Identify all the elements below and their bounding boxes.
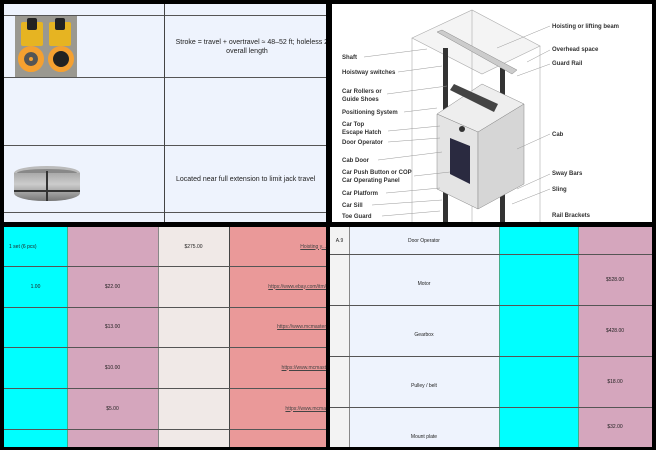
parts-cost-table: 1 set (6 pcs) $275.00 Hoisting y... 1.00 $22… [4, 227, 326, 447]
price-cell[interactable] [67, 429, 158, 447]
id-cell[interactable] [330, 254, 349, 274]
label-car-sill: Car Sill [342, 203, 363, 209]
stop-ring-photo [14, 166, 80, 208]
stop-ring-note: Located near full extension to limit jac… [176, 176, 316, 183]
total-cell[interactable] [158, 307, 229, 347]
supplier-link[interactable]: https://www.ebay.com/itm/ [268, 283, 326, 290]
link-cell[interactable] [229, 429, 326, 447]
item-price: $18.00 [607, 378, 623, 385]
price-value: $13.00 [104, 324, 121, 330]
link-cell[interactable]: Hoisting y... [229, 227, 326, 266]
label-toe-guard: Toe Guard [342, 214, 372, 220]
price-cell[interactable]: $18.00 [578, 356, 652, 407]
supplier-link[interactable]: https://www.mcmaster [277, 324, 326, 330]
price-cell[interactable]: $428.00 [578, 305, 652, 356]
qty-cell[interactable] [499, 254, 578, 305]
price-cell[interactable] [67, 227, 158, 266]
diagram-labels: Shaft Hoistway switches Car Rollers or G… [342, 24, 619, 220]
label-car-top: Car Top [342, 122, 365, 128]
qty-cell[interactable] [4, 388, 67, 429]
item-price: $428.00 [605, 327, 625, 334]
price-cell[interactable]: $528.00 [578, 254, 652, 305]
label-guard-rail: Guard Rail [552, 61, 583, 67]
label-door-operator: Door Operator [342, 140, 384, 146]
total-cell[interactable] [158, 388, 229, 429]
price-cell[interactable]: $13.00 [67, 307, 158, 347]
price-cell[interactable]: $22.00 [67, 266, 158, 307]
total-cell[interactable] [158, 429, 229, 447]
id-cell[interactable] [330, 407, 349, 427]
item-name: Pulley / belt [411, 383, 437, 389]
price-cell[interactable]: $32.00 [578, 407, 652, 447]
total-cell[interactable]: $275.00 [158, 227, 229, 266]
item-price: $32.00 [607, 424, 623, 430]
total-cell[interactable] [158, 266, 229, 307]
id-cell[interactable] [330, 305, 349, 325]
name-cell[interactable]: Pulley / belt [349, 376, 499, 396]
label-sway-bars: Sway Bars [552, 171, 583, 177]
stroke-note-cont: overall length [226, 48, 268, 55]
price-cell[interactable]: $10.00 [67, 347, 158, 388]
label-car-platform: Car Platform [342, 191, 378, 197]
qty-cell[interactable]: 1 set (6 pcs) [4, 227, 67, 266]
price-value: $10.00 [104, 364, 121, 371]
price-value: $5.00 [106, 405, 119, 412]
label-positioning-system: Positioning System [342, 110, 398, 116]
supplier-link[interactable]: Hoisting y... [300, 243, 326, 250]
id-cell[interactable] [330, 356, 349, 376]
label-car-rollers: Car Rollers or [342, 89, 382, 95]
item-id: A.9 [335, 237, 344, 244]
qty-cell[interactable] [499, 407, 578, 447]
label-rail-brackets: Rail Brackets [552, 213, 591, 219]
link-cell[interactable]: https://www.mcmast [229, 347, 326, 388]
qty-value: 1.00 [30, 283, 41, 290]
name-cell[interactable]: Gearbox [349, 325, 499, 345]
label-cab-door: Cab Door [342, 158, 370, 164]
price-cell[interactable]: $5.00 [67, 388, 158, 429]
label-hoistway-switches: Hoistway switches [342, 70, 396, 76]
spec-table-panel: Stroke = travel + overtravel ≈ 48–52 ft;… [4, 4, 326, 222]
item-name: Door Operator [408, 237, 440, 244]
item-name: Mount plate [410, 434, 438, 440]
label-car-operating-panel: Car Operating Panel [342, 178, 400, 184]
qty-cell[interactable] [4, 347, 67, 388]
name-cell[interactable]: Door Operator [349, 227, 499, 254]
qty-cell[interactable]: 1.00 [4, 266, 67, 307]
label-hoisting-beam: Hoisting or lifting beam [552, 24, 619, 30]
label-cab: Cab [552, 132, 564, 138]
label-guide-shoes: Guide Shoes [342, 97, 379, 103]
supplier-link[interactable]: https://www.mcmast [281, 364, 326, 371]
supplier-link[interactable]: https://www.mcma [285, 405, 326, 412]
qty-cell[interactable] [499, 305, 578, 356]
label-overhead-space: Overhead space [552, 47, 599, 53]
link-cell[interactable]: https://www.mcmaster [229, 307, 326, 347]
item-name: Motor [417, 281, 431, 287]
item-name: Gearbox [414, 332, 434, 338]
link-cell[interactable]: https://www.mcma [229, 388, 326, 429]
elevator-diagram [411, 9, 541, 222]
name-cell[interactable]: Mount plate [349, 427, 499, 447]
price-cell[interactable] [578, 227, 652, 254]
label-sling: Sling [552, 187, 567, 193]
item-price: $528.00 [605, 276, 625, 283]
qty-value: 1 set (6 pcs) [9, 243, 37, 250]
label-shaft: Shaft [342, 55, 357, 61]
qty-cell[interactable] [499, 227, 578, 254]
price-value: $22.00 [104, 283, 121, 290]
id-cell[interactable]: A.9 [330, 227, 349, 254]
total-cell[interactable] [158, 347, 229, 388]
elevator-diagram-panel: Shaft Hoistway switches Car Rollers or G… [332, 4, 652, 222]
label-escape-hatch: Escape Hatch [342, 130, 382, 136]
qty-cell[interactable] [4, 307, 67, 347]
label-car-push-button: Car Push Button or COP [342, 170, 412, 176]
hydraulic-jack-photo [15, 16, 77, 77]
total-value: $275.00 [184, 243, 203, 250]
link-cell[interactable]: https://www.ebay.com/itm/ [229, 266, 326, 307]
qty-cell[interactable] [4, 429, 67, 447]
qty-cell[interactable] [499, 356, 578, 407]
stroke-note: Stroke = travel + overtravel ≈ 48–52 ft;… [175, 39, 326, 46]
name-cell[interactable]: Motor [349, 274, 499, 294]
